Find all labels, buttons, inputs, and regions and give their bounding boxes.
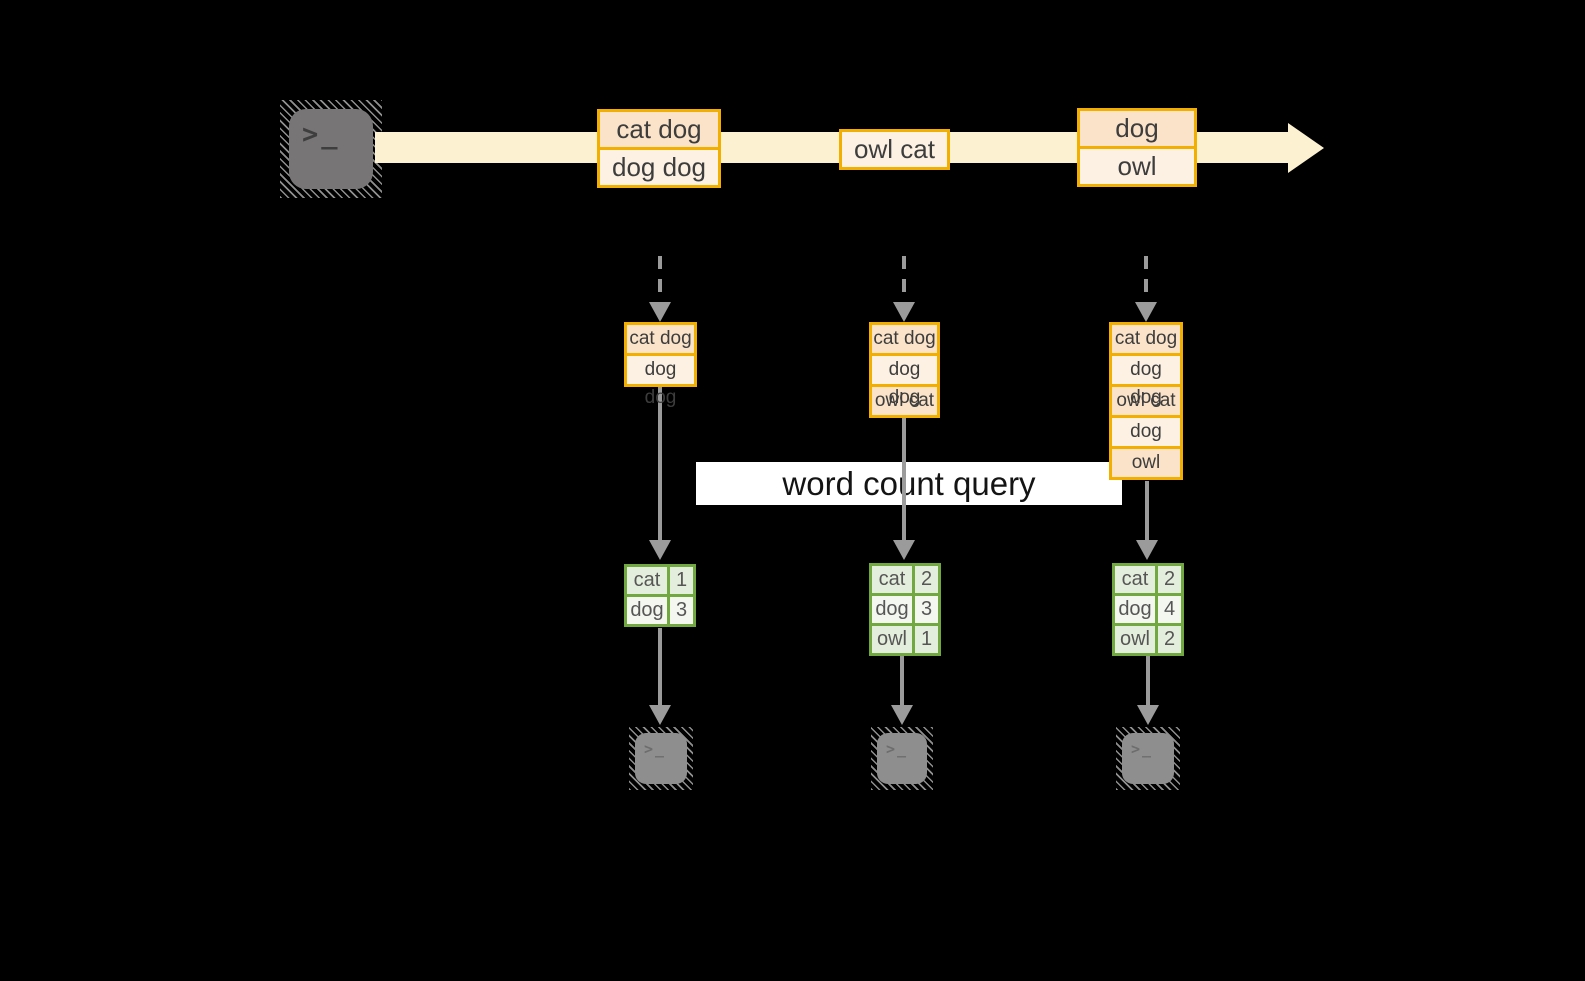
output-terminal-icon: >_	[1116, 727, 1180, 790]
result-word-cell: cat	[872, 566, 912, 593]
flow-arrow	[1146, 653, 1150, 705]
stream-record: dog dog	[600, 147, 718, 185]
result-count-cell: 1	[915, 626, 938, 653]
input-row: owl cat	[872, 384, 937, 415]
terminal-icon: >_	[877, 733, 927, 784]
result-word-cell: dog	[1115, 596, 1155, 623]
result-count-cell: 2	[1158, 566, 1181, 593]
prompt-icon: >_	[644, 740, 667, 758]
down-arrowhead-icon	[893, 302, 915, 322]
prompt-icon: >_	[1131, 740, 1154, 758]
stream-record: owl	[1080, 146, 1194, 184]
query-banner: word count query	[696, 462, 1122, 505]
prompt-icon: >_	[886, 740, 909, 758]
result-table-1: cat 1 dog 3	[624, 564, 696, 627]
stream-record: dog	[1080, 111, 1194, 146]
down-arrowhead-icon	[1137, 705, 1159, 725]
result-word-cell: dog	[872, 596, 912, 623]
down-arrowhead-icon	[1135, 302, 1157, 322]
stream-batch-1: cat dog dog dog	[597, 109, 721, 188]
result-count-cell: 3	[670, 597, 693, 624]
result-word-cell: owl	[872, 626, 912, 653]
input-table-3: cat dog dog dog owl cat dog owl	[1109, 322, 1183, 480]
down-arrowhead-icon	[649, 705, 671, 725]
result-count-cell: 2	[915, 566, 938, 593]
stream-arrowhead-icon	[1288, 123, 1324, 173]
flow-arrow	[902, 415, 906, 540]
input-row: owl	[1112, 446, 1180, 477]
query-label: word count query	[782, 465, 1036, 502]
terminal-icon: >_	[289, 109, 373, 189]
stream-record: cat dog	[600, 112, 718, 147]
down-arrowhead-icon	[649, 302, 671, 322]
terminal-icon: >_	[635, 733, 687, 784]
down-arrowhead-icon	[891, 705, 913, 725]
result-count-cell: 1	[670, 567, 693, 594]
flow-arrow	[1145, 481, 1149, 540]
batch-dashed-arrow	[902, 256, 906, 302]
flow-arrow	[658, 628, 662, 705]
result-word-cell: dog	[627, 597, 667, 624]
stream-record: owl cat	[842, 132, 947, 167]
down-arrowhead-icon	[649, 540, 671, 560]
stream-batch-3: dog owl	[1077, 108, 1197, 187]
flow-arrow	[658, 387, 662, 540]
input-table-2: cat dog dog dog owl cat	[869, 322, 940, 418]
input-row: dog dog	[627, 353, 694, 408]
input-row: dog dog	[872, 353, 937, 408]
source-terminal-icon: >_	[280, 100, 382, 198]
result-table-2: cat 2 dog 3 owl 1	[869, 563, 941, 656]
input-row: cat dog	[1112, 325, 1180, 353]
result-word-cell: cat	[627, 567, 667, 594]
output-terminal-icon: >_	[871, 727, 933, 790]
down-arrowhead-icon	[893, 540, 915, 560]
terminal-icon: >_	[1122, 733, 1174, 784]
input-row: cat dog	[872, 325, 937, 353]
result-table-3: cat 2 dog 4 owl 2	[1112, 563, 1184, 656]
prompt-icon: >_	[302, 119, 341, 150]
result-count-cell: 3	[915, 596, 938, 623]
result-word-cell: cat	[1115, 566, 1155, 593]
input-row: dog	[1112, 415, 1180, 446]
flow-arrow	[900, 653, 904, 705]
input-row: cat dog	[627, 325, 694, 353]
result-count-cell: 2	[1158, 626, 1181, 653]
batch-dashed-arrow	[658, 256, 662, 302]
result-count-cell: 4	[1158, 596, 1181, 623]
input-row: owl cat	[1112, 384, 1180, 415]
down-arrowhead-icon	[1136, 540, 1158, 560]
batch-dashed-arrow	[1144, 256, 1148, 302]
input-table-1: cat dog dog dog	[624, 322, 697, 408]
input-row: dog dog	[1112, 353, 1180, 408]
output-terminal-icon: >_	[629, 727, 693, 790]
stream-batch-2: owl cat	[839, 129, 950, 170]
result-word-cell: owl	[1115, 626, 1155, 653]
